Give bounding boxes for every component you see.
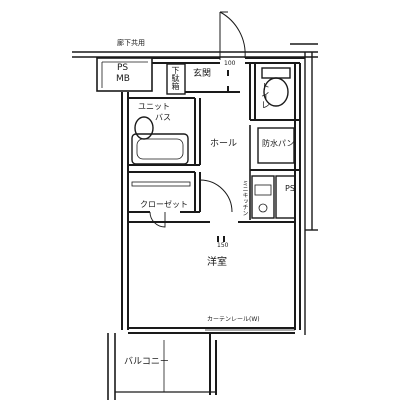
mini-kitchen-counter	[251, 175, 275, 219]
label-unit-bath-1: ユニット	[138, 102, 170, 111]
label-western-room: 洋室	[207, 257, 227, 268]
shoe-box	[166, 63, 186, 95]
label-mini-kitchen: ミニキッチン	[241, 180, 248, 216]
closet-door	[149, 211, 166, 228]
label-mb: MB	[116, 74, 130, 84]
label-toilet: トイレ	[259, 82, 269, 109]
label-corridor-shared: 廊下共用	[117, 39, 145, 47]
closet-shelf	[131, 181, 191, 187]
waterproof-pan	[257, 127, 295, 164]
label-curtain-rail: カーテンレール(W)	[207, 316, 260, 323]
label-ceiling-height-150: 150	[217, 242, 229, 249]
label-closet: クローゼット	[140, 200, 188, 209]
toilet-tank	[261, 67, 291, 79]
hall-door	[199, 179, 233, 213]
label-entrance: 玄関	[193, 69, 212, 79]
label-ps: PS	[117, 63, 129, 73]
label-ceiling-height-100: 100	[224, 60, 236, 67]
bath-sink	[134, 116, 154, 140]
label-shoe-box: 下駄箱	[171, 66, 180, 90]
label-waterproof-pan: 防水パン	[262, 139, 295, 148]
ps-mb-box	[96, 57, 153, 92]
label-hall: ホール	[210, 139, 238, 149]
ps-side-box	[275, 175, 296, 219]
label-balcony: バルコニー	[124, 357, 169, 367]
toilet-bowl	[263, 77, 289, 107]
entrance-door	[219, 11, 246, 60]
label-ps-side: PS	[285, 184, 295, 193]
label-unit-bath-2: バス	[155, 113, 171, 122]
